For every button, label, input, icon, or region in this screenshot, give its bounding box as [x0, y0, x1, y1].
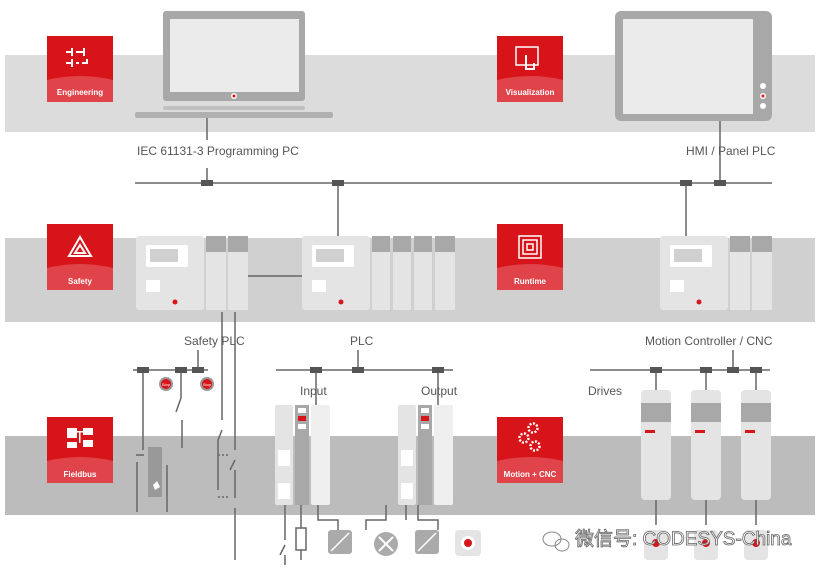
motor-icon	[455, 530, 481, 556]
badge-label: Engineering	[57, 88, 103, 97]
badge-safety: Safety	[47, 224, 113, 290]
ethernet-bus	[135, 118, 772, 277]
field-wiring	[133, 312, 770, 565]
servo-motor-icon	[744, 530, 768, 560]
badge-motion-cnc: Motion + CNC	[497, 417, 563, 483]
badge-visualization: Visualization	[497, 36, 563, 102]
touch-screen-icon	[515, 46, 539, 70]
badge-fieldbus: Fieldbus	[47, 417, 113, 483]
analog-converter-icon	[415, 530, 439, 554]
badge-engineering: Engineering	[47, 36, 113, 102]
safety-door-icon	[148, 447, 162, 497]
drives-label: Drives	[588, 384, 622, 398]
badge-label: Runtime	[514, 277, 547, 286]
badge-label: Safety	[68, 277, 93, 286]
lamp-icon	[374, 532, 398, 556]
drive-device	[641, 390, 671, 500]
field-connectors	[137, 367, 762, 373]
emergency-stop-icon: Stop	[200, 377, 214, 391]
runtime-spiral-icon	[518, 235, 542, 259]
output-module	[398, 405, 453, 505]
stop-label: Stop	[203, 382, 212, 387]
output-label: Output	[421, 384, 458, 398]
bus-connectors	[201, 180, 726, 186]
warning-triangle-icon	[67, 235, 93, 257]
safety-plc-device	[136, 236, 248, 310]
servo-motor-icon	[644, 530, 668, 560]
motion-controller-device	[660, 236, 772, 310]
programming-pc-label: IEC 61131-3 Programming PC	[137, 144, 299, 158]
drive-device	[691, 390, 721, 500]
hmi-panel	[615, 11, 772, 121]
stop-label: Stop	[162, 382, 171, 387]
input-label: Input	[300, 384, 327, 398]
hmi-label: HMI / Panel PLC	[686, 144, 776, 158]
gears-icon	[518, 422, 541, 452]
network-tree-icon	[67, 428, 93, 448]
wechat-icon	[542, 531, 570, 552]
servo-motor-icon	[694, 530, 718, 560]
motion-controller-label: Motion Controller / CNC	[645, 334, 773, 348]
plc-device	[302, 236, 455, 310]
badge-label: Visualization	[506, 88, 555, 97]
watermark-text: 微信号: CODESYS-China	[575, 528, 792, 550]
ladder-logic-icon	[66, 48, 88, 67]
safety-plc-label: Safety PLC	[184, 334, 245, 348]
emergency-stop-icon: Stop	[159, 377, 173, 391]
input-module	[275, 405, 330, 505]
badge-label: Fieldbus	[64, 470, 97, 479]
analog-converter-icon	[328, 530, 352, 554]
badge-runtime: Runtime	[497, 224, 563, 290]
programming-pc-laptop	[135, 11, 333, 118]
potentiometer-icon	[295, 527, 307, 551]
badge-label: Motion + CNC	[504, 470, 557, 479]
drive-device	[741, 390, 771, 500]
plc-label: PLC	[350, 334, 374, 348]
